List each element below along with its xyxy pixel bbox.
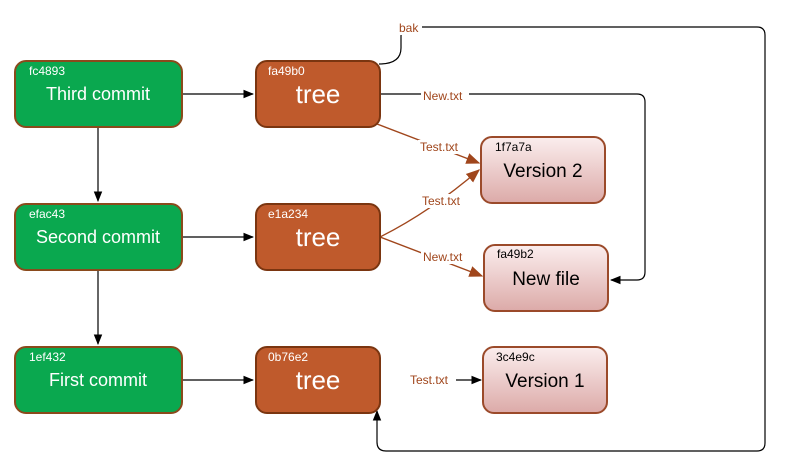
commit-node-third: fc4893 Third commit	[14, 60, 183, 128]
commit-label: Third commit	[46, 84, 150, 104]
edge-labels: bak New.txt Test.txt Test.txt New.txt Te…	[396, 21, 469, 387]
tree-node-bottom: 0b76e2 tree	[255, 346, 381, 414]
commit-hash: 1ef432	[29, 350, 66, 364]
commit-node-second: efac43 Second commit	[14, 203, 183, 271]
blob-node-version2: 1f7a7a Version 2	[480, 136, 606, 204]
blob-label: Version 1	[505, 371, 584, 392]
edge-bak-to-tree-bottom	[372, 26, 766, 452]
blob-label: New file	[512, 269, 580, 290]
tree-node-middle: e1a234 tree	[255, 203, 381, 271]
tree-hash: e1a234	[268, 207, 308, 221]
blob-node-new-file: fa49b2 New file	[483, 244, 609, 312]
tree-node-top: fa49b0 tree	[255, 60, 381, 128]
edge-label-test-txt-top: Test.txt	[420, 140, 459, 154]
tree-hash: fa49b0	[268, 64, 305, 78]
edge-label-bak: bak	[399, 21, 419, 35]
commit-node-first: 1ef432 First commit	[14, 346, 183, 414]
commit-label: Second commit	[36, 227, 160, 247]
edge-label-new-txt-top: New.txt	[423, 89, 463, 103]
tree-label: tree	[296, 365, 341, 395]
blob-hash: 1f7a7a	[495, 140, 532, 154]
blob-hash: 3c4e9c	[496, 350, 535, 364]
tree-hash: 0b76e2	[268, 350, 308, 364]
commit-label: First commit	[49, 370, 147, 390]
edge-tree-top-to-new-file	[380, 93, 646, 285]
edge-label-test-txt-mid: Test.txt	[422, 194, 461, 208]
edge-label-test-txt-bottom: Test.txt	[410, 373, 449, 387]
tree-label: tree	[296, 222, 341, 252]
edge-label-new-txt-mid: New.txt	[423, 250, 463, 264]
commit-hash: fc4893	[29, 64, 65, 78]
commit-edges	[93, 26, 766, 452]
blob-hash: fa49b2	[497, 247, 534, 261]
blob-node-version1: 3c4e9c Version 1	[482, 346, 608, 414]
tree-label: tree	[296, 79, 341, 109]
commit-hash: efac43	[29, 207, 65, 221]
blob-label: Version 2	[503, 161, 582, 182]
